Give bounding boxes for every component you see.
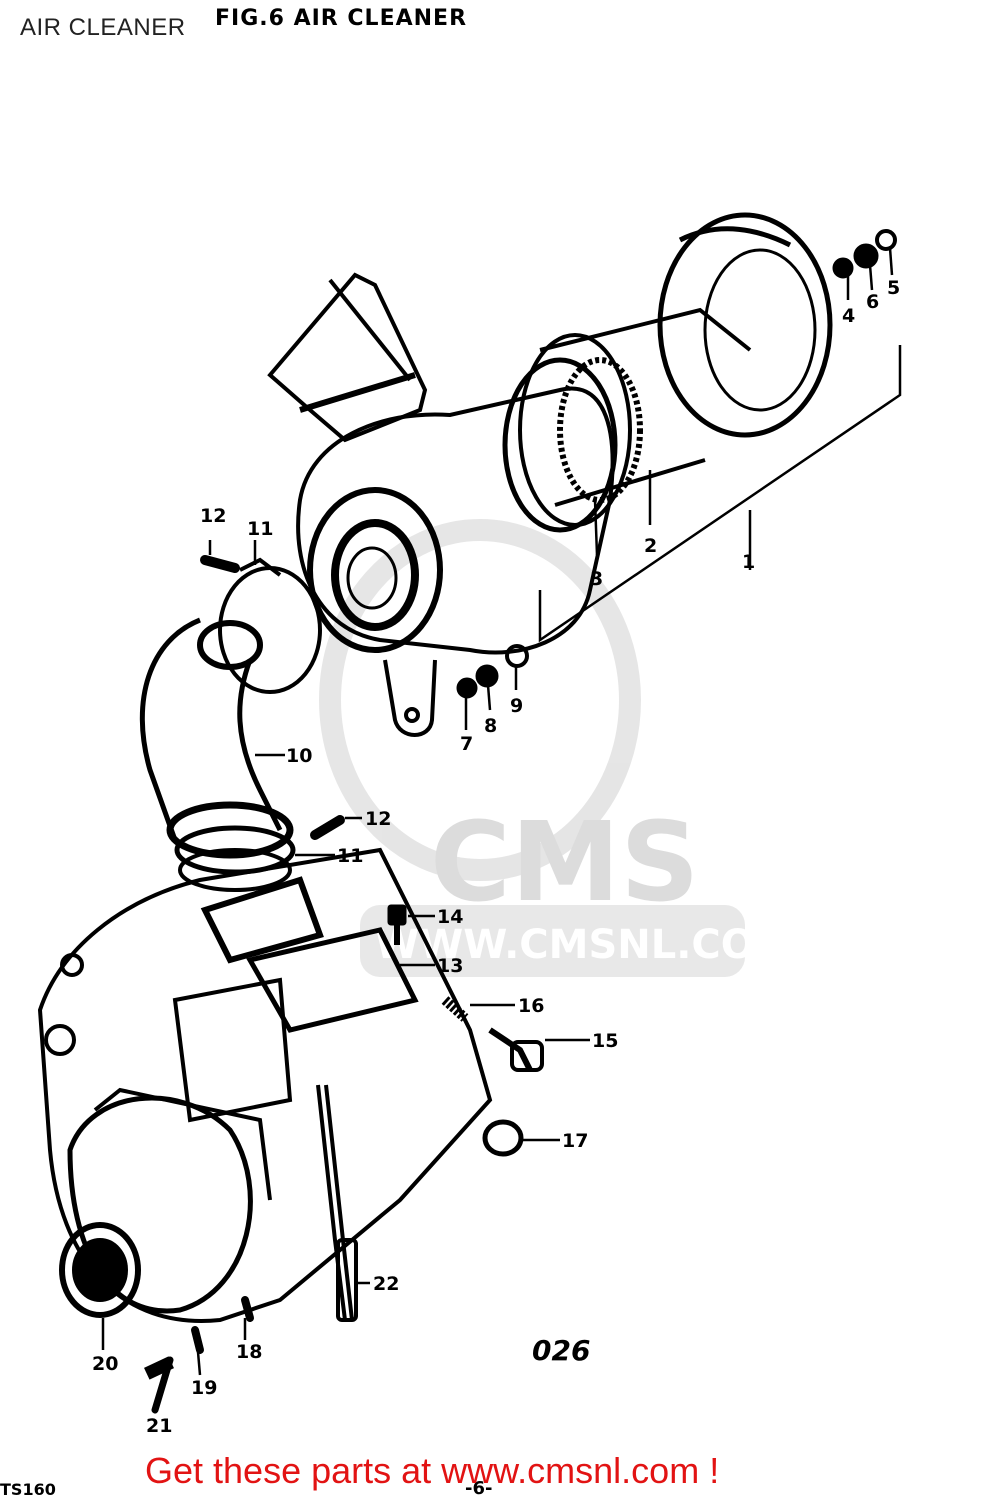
model-label: TS160 <box>0 1480 56 1499</box>
callout-8: 8 <box>484 715 497 737</box>
figure-title: FIG.6 AIR CLEANER <box>215 6 468 31</box>
part-callouts: 1 2 3 4 5 6 7 8 9 10 11 11 12 12 13 14 1… <box>92 277 900 1437</box>
carb-screws <box>387 904 544 1157</box>
callout-16: 16 <box>518 995 544 1017</box>
grommets-and-washers <box>456 229 897 699</box>
callout-2: 2 <box>644 535 657 557</box>
engine-housing <box>37 847 493 1323</box>
callout-12-bottom: 12 <box>365 808 391 830</box>
callout-11-bottom: 11 <box>337 845 363 867</box>
callout-10: 10 <box>286 745 312 767</box>
callout-20: 20 <box>92 1353 118 1375</box>
filter-element <box>518 307 752 527</box>
page-caption: AIR CLEANER <box>20 14 186 41</box>
watermark: CMS WWW.CMSNL.COM <box>319 519 795 977</box>
callout-4: 4 <box>842 305 855 327</box>
callout-3: 3 <box>590 568 603 590</box>
clamp-bolts <box>200 555 345 840</box>
footer-parts-link[interactable]: Get these parts at www.cmsnl.com ! <box>145 1450 720 1491</box>
callout-6: 6 <box>866 291 879 313</box>
callout-22: 22 <box>373 1273 399 1295</box>
drain-tube <box>316 1084 358 1322</box>
callout-11-top: 11 <box>247 518 273 540</box>
callout-13: 13 <box>437 955 463 977</box>
callout-5: 5 <box>887 277 900 299</box>
cover-bolts <box>144 1296 254 1414</box>
callout-19: 19 <box>191 1377 217 1399</box>
gasket-ring <box>502 357 618 533</box>
callout-15: 15 <box>592 1030 618 1052</box>
callout-14: 14 <box>437 906 463 928</box>
callout-1: 1 <box>742 551 755 573</box>
watermark-url: WWW.CMSNL.COM <box>375 922 795 968</box>
callout-17: 17 <box>562 1130 588 1152</box>
outlet-hose <box>139 617 296 875</box>
diagram-code: 026 <box>532 1334 591 1367</box>
watermark-brand: CMS <box>430 798 699 926</box>
leader-lines <box>101 247 902 1376</box>
callout-7: 7 <box>460 733 473 755</box>
cleaner-cover <box>657 212 833 438</box>
callout-21: 21 <box>146 1415 172 1437</box>
callout-9: 9 <box>510 695 523 717</box>
callout-12-top: 12 <box>200 505 226 527</box>
callout-18: 18 <box>236 1341 262 1363</box>
intake-snorkel <box>267 272 428 443</box>
air-cleaner-case <box>296 386 615 737</box>
hose-clamps <box>178 557 322 892</box>
page-number: -6- <box>465 1478 493 1499</box>
